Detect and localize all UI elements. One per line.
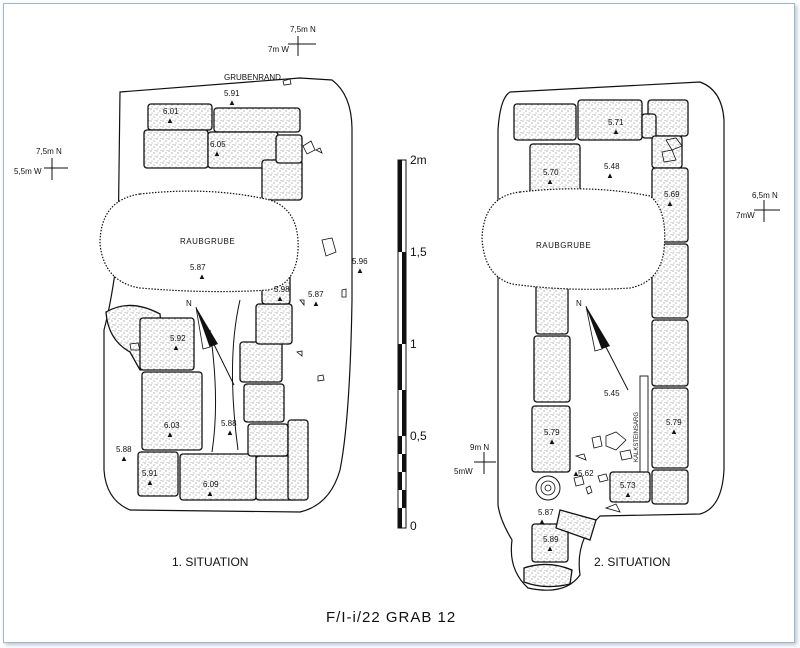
plan-2-caption: 2. SITUATION bbox=[594, 555, 670, 569]
svg-text:5.48: 5.48 bbox=[604, 162, 620, 171]
svg-text:5,5m W: 5,5m W bbox=[14, 167, 42, 176]
plan-1-north-arrow: N bbox=[186, 299, 235, 386]
svg-text:6,5m N: 6,5m N bbox=[752, 191, 778, 200]
plan-1-raubgrube bbox=[99, 190, 299, 293]
svg-text:N: N bbox=[186, 299, 192, 308]
svg-text:▲: ▲ bbox=[624, 490, 632, 499]
plan-1-raubgrube-label: RAUBGRUBE bbox=[180, 237, 235, 246]
plan-2-vessel bbox=[535, 475, 561, 501]
svg-text:▲: ▲ bbox=[612, 127, 620, 136]
elevation-label: 5.91 bbox=[224, 89, 240, 98]
elevation-label: 6.01 bbox=[163, 107, 179, 116]
scale-tick-1-5: 1,5 bbox=[410, 245, 427, 259]
svg-text:5.89: 5.89 bbox=[543, 535, 559, 544]
elevation-marker: ▲ bbox=[206, 489, 214, 498]
plan-1-elevations: 5.91 ▲ 6.01 ▲ 6.05 ▲ 5.87 ▲ 5.96 ▲ 5.98 … bbox=[116, 89, 368, 498]
svg-text:5.87: 5.87 bbox=[538, 508, 554, 517]
plan-2-stones bbox=[513, 99, 689, 588]
svg-text:9m N: 9m N bbox=[470, 443, 489, 452]
plan-1-outline bbox=[103, 77, 353, 513]
elevation-marker: ▲ bbox=[213, 149, 221, 158]
svg-text:▲: ▲ bbox=[572, 469, 580, 478]
svg-text:▲: ▲ bbox=[666, 199, 674, 208]
elevation-label: 5.88 bbox=[116, 445, 132, 454]
svg-text:5.79: 5.79 bbox=[544, 428, 560, 437]
scale-tick-0-5: 0,5 bbox=[410, 429, 427, 443]
svg-text:▲: ▲ bbox=[670, 427, 678, 436]
elevation-label: 6.03 bbox=[164, 421, 180, 430]
elevation-label: 5.92 bbox=[170, 334, 186, 343]
elevation-marker: ▲ bbox=[120, 454, 128, 463]
svg-text:5.73: 5.73 bbox=[620, 481, 636, 490]
plan-2-raubgrube-label: RAUBGRUBE bbox=[536, 241, 591, 250]
svg-text:7m W: 7m W bbox=[268, 45, 289, 54]
elevation-marker: ▲ bbox=[226, 428, 234, 437]
svg-text:N: N bbox=[576, 299, 582, 308]
plan-2-coord-bottom: 9m N 5mW bbox=[454, 443, 496, 476]
svg-text:5.79: 5.79 bbox=[666, 418, 682, 427]
elevation-marker: ▲ bbox=[198, 272, 206, 281]
elevation-label: 5.91 bbox=[142, 469, 158, 478]
scale-bar: 2m 1,5 1 0,5 0 bbox=[397, 153, 427, 533]
scale-tick-0: 0 bbox=[410, 519, 417, 533]
plan-2-sarcophagus bbox=[639, 375, 649, 473]
plan-1-coord-side: 7,5m N 5,5m W bbox=[14, 147, 68, 180]
plan-2-sarcophagus-label: KALKSTEINSARG bbox=[634, 412, 640, 462]
elevation-marker: ▲ bbox=[172, 343, 180, 352]
elevation-label: 5.96 bbox=[352, 257, 368, 266]
svg-text:7mW: 7mW bbox=[736, 211, 755, 220]
elevation-label: 6.09 bbox=[203, 480, 219, 489]
elevation-marker: ▲ bbox=[312, 299, 320, 308]
svg-text:▲: ▲ bbox=[546, 544, 554, 553]
svg-text:▲: ▲ bbox=[546, 177, 554, 186]
plan-1-caption: 1. SITUATION bbox=[172, 555, 248, 569]
elevation-label: 5.87 bbox=[190, 263, 206, 272]
svg-text:5.69: 5.69 bbox=[664, 190, 680, 199]
plan-2-outline bbox=[497, 81, 725, 591]
plan-2-coord-side: 6,5m N 7mW bbox=[736, 191, 780, 222]
plan-2-raubgrube bbox=[481, 188, 666, 290]
plan-2-north-arrow: N bbox=[576, 299, 629, 391]
plan-1: N 5.91 ▲ 6.01 ▲ 6.05 ▲ 5.87 ▲ 5.96 ▲ 5.9… bbox=[14, 25, 368, 569]
elevation-label: 6.05 bbox=[210, 140, 226, 149]
plan-2: KALKSTEINSARG N bbox=[454, 81, 780, 591]
plan-1-stones bbox=[105, 103, 309, 501]
figure-title: F/I-i/22 GRAB 12 bbox=[326, 609, 456, 626]
plan-1-edge-notch bbox=[282, 78, 292, 86]
scale-tick-2m: 2m bbox=[410, 153, 427, 167]
plan-1-coord-top: 7,5m N 7m W bbox=[268, 25, 316, 56]
elevation-label: 5.98 bbox=[274, 285, 290, 294]
elevation-label: 5.88 bbox=[221, 419, 237, 428]
elevation-marker: ▲ bbox=[228, 98, 236, 107]
plan-2-elevations: 5.71 ▲ 5.70 ▲ 5.48 ▲ 5.69 ▲ 5.45 5.79 ▲ … bbox=[538, 118, 682, 553]
svg-text:7,5m N: 7,5m N bbox=[290, 25, 316, 34]
svg-text:5mW: 5mW bbox=[454, 467, 473, 476]
svg-text:5.70: 5.70 bbox=[543, 168, 559, 177]
elevation-label: 5.87 bbox=[308, 290, 324, 299]
svg-text:5.45: 5.45 bbox=[604, 389, 620, 398]
svg-text:▲: ▲ bbox=[606, 171, 614, 180]
elevation-marker: ▲ bbox=[356, 266, 364, 275]
plan-2-fragments bbox=[573, 137, 683, 513]
svg-text:▲: ▲ bbox=[548, 437, 556, 446]
elevation-marker: ▲ bbox=[166, 116, 174, 125]
elevation-marker: ▲ bbox=[276, 294, 284, 303]
elevation-marker: ▲ bbox=[146, 478, 154, 487]
svg-text:5.62: 5.62 bbox=[578, 469, 594, 478]
svg-text:▲: ▲ bbox=[538, 517, 546, 526]
elevation-marker: ▲ bbox=[166, 430, 174, 439]
plan-1-grubenrand-label: GRUBENRAND bbox=[224, 73, 281, 82]
svg-text:5.71: 5.71 bbox=[608, 118, 624, 127]
scale-tick-1: 1 bbox=[410, 337, 417, 351]
plan-1-track bbox=[209, 299, 241, 453]
svg-text:7,5m N: 7,5m N bbox=[36, 147, 62, 156]
